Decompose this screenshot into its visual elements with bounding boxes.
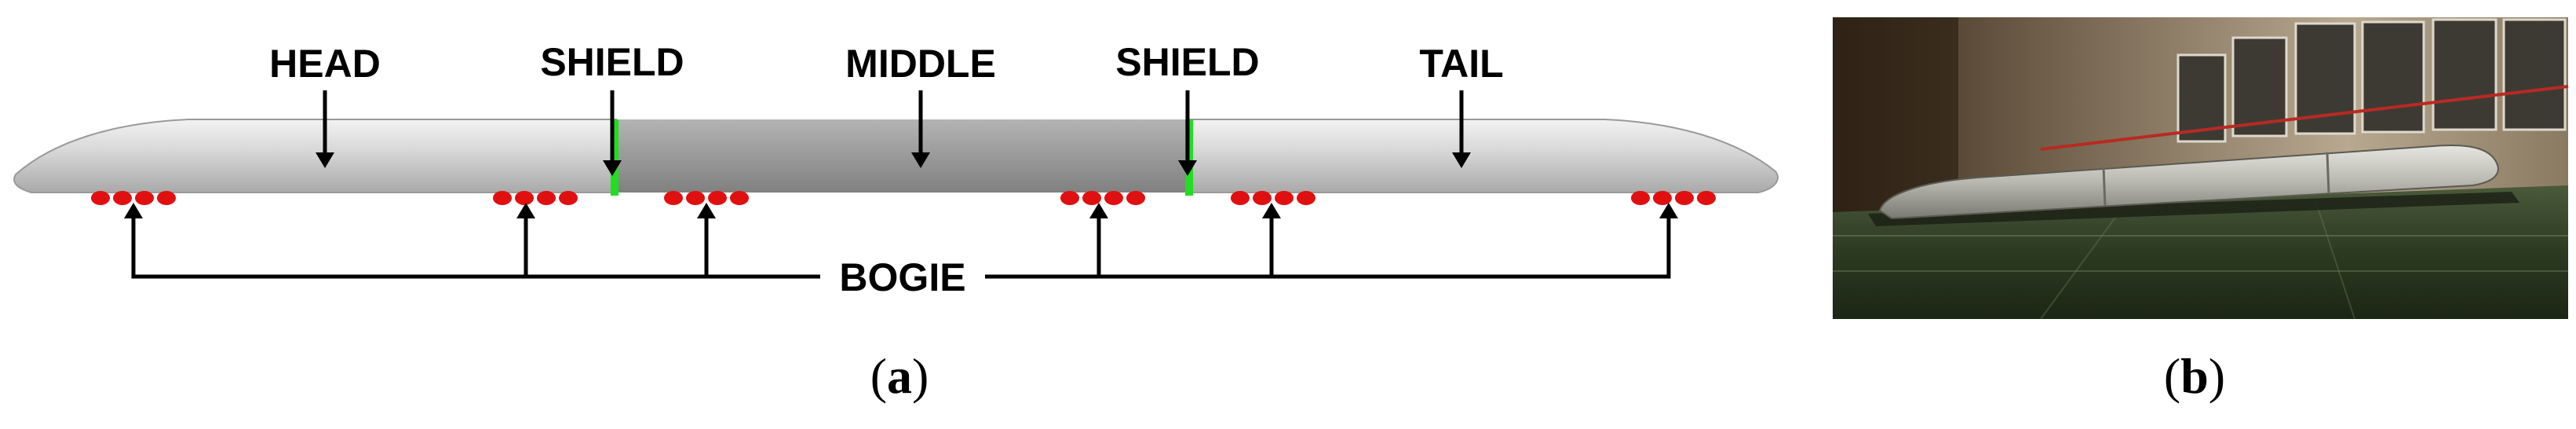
- shield-label-1: SHIELD: [540, 40, 684, 84]
- panel-b-caption: (b): [2164, 348, 2225, 404]
- shield-label-2: SHIELD: [1115, 40, 1259, 84]
- bogie: [1060, 191, 1145, 205]
- bogie: [1631, 191, 1716, 205]
- wind-tunnel-photo: [1833, 17, 2569, 320]
- train-model: [13, 119, 1779, 196]
- head-label: HEAD: [269, 42, 381, 86]
- bogie: [91, 191, 176, 205]
- panel-b: (b): [1833, 17, 2569, 404]
- segment-arrows: [316, 90, 1471, 176]
- tail-label: TAIL: [1419, 42, 1503, 86]
- bogie-label: BOGIE: [839, 255, 965, 299]
- bogie: [493, 191, 578, 205]
- bogies: [91, 191, 1716, 205]
- shield-1: [611, 119, 618, 196]
- panel-a: HEAD SHIELD MIDDLE SHIELD TAIL: [13, 40, 1779, 404]
- middle-label: MIDDLE: [845, 42, 996, 86]
- middle-car: [616, 119, 1189, 192]
- bogie: [1231, 191, 1315, 205]
- bogie-bracket: [124, 203, 1678, 279]
- bogie: [664, 191, 749, 205]
- panel-a-caption: (a): [870, 348, 929, 404]
- head-car: [13, 119, 617, 193]
- tail-car: [1188, 119, 1779, 193]
